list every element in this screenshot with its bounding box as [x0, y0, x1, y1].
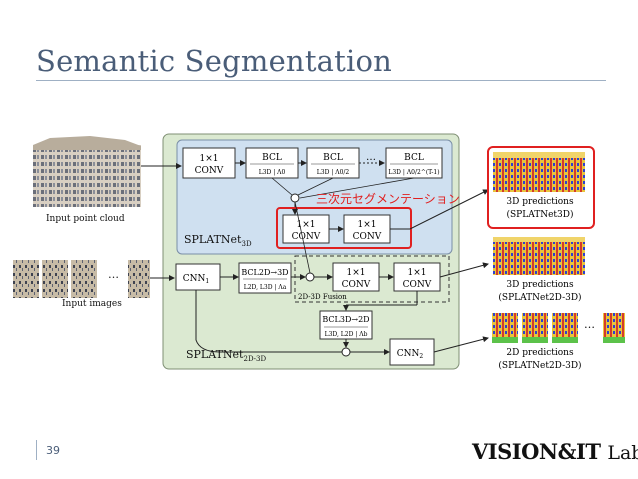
svg-text:BCL3D→2D: BCL3D→2D [322, 315, 369, 324]
lab-logo: VISION&IT Lab [472, 439, 638, 464]
svg-text:CONV: CONV [292, 232, 321, 242]
input-images-label: Input images [62, 299, 122, 309]
pred3d-fusion-sub: (SPLATNet2D-3D) [498, 292, 581, 303]
svg-text:CNN2: CNN2 [397, 349, 424, 360]
svg-text:L2D, L3D | Λa: L2D, L3D | Λa [244, 284, 287, 291]
pred3d-fusion-label: 3D predictions [506, 280, 574, 290]
bcl-3d2d-box: BCL3D→2D L3D, L2D | Λb [319, 310, 373, 340]
highlight-box-3d-predictions [487, 146, 595, 229]
pred2d-label: 2D predictions [506, 348, 574, 358]
slide-title: Semantic Segmentation [36, 44, 393, 78]
svg-text:L3D, L2D | Λb: L3D, L2D | Λb [325, 331, 368, 338]
cnn2-box: CNN2 [389, 338, 435, 366]
concat-node-bottom [341, 347, 351, 357]
svg-text:L3D | Λ0/2: L3D | Λ0/2 [317, 169, 350, 176]
svg-text:CONV: CONV [403, 280, 432, 290]
svg-text:CONV: CONV [353, 232, 382, 242]
conv-box-fusion-2: 1×1 CONV [393, 262, 441, 292]
svg-text:L3D | Λ0: L3D | Λ0 [259, 169, 286, 176]
conv-box-fusion-1: 1×1 CONV [332, 262, 380, 292]
splatnet-2d3d-label: SPLATNet2D-3D [186, 348, 266, 363]
footer-divider [36, 440, 37, 460]
svg-text:CNN1: CNN1 [183, 274, 209, 285]
pred3d-fusion-image [493, 237, 585, 275]
pred3d-sub: (SPLATNet3D) [507, 209, 574, 220]
pred2d-sub: (SPLATNet2D-3D) [498, 360, 581, 371]
svg-text:L3D | Λ0/2^(T-1): L3D | Λ0/2^(T-1) [388, 169, 439, 176]
concat-node-top [290, 193, 300, 203]
input-point-cloud-label: Input point cloud [46, 214, 125, 224]
svg-text:BCL: BCL [262, 153, 282, 163]
cnn1-box: CNN1 [175, 263, 221, 291]
pred2d-ellipsis: … [584, 318, 595, 331]
fusion-label: 2D-3D Fusion [298, 293, 347, 301]
svg-text:BCL: BCL [323, 153, 343, 163]
logo-text: VISION&IT [472, 439, 601, 464]
svg-text:CONV: CONV [195, 166, 224, 176]
bcl-ellipsis: … [366, 152, 376, 163]
svg-text:1×1: 1×1 [358, 220, 377, 230]
bcl-box-2: BCL L3D | Λ0/2 [306, 147, 360, 179]
concat-node-fusion [305, 272, 315, 282]
conv-box-mid-1: 1×1 CONV [282, 214, 330, 244]
conv-box-mid-2: 1×1 CONV [343, 214, 391, 244]
splatnet-3d-label: SPLATNet3D [184, 233, 252, 248]
bcl-box-3: BCL L3D | Λ0/2^(T-1) [385, 147, 443, 179]
svg-text:BCL: BCL [404, 153, 424, 163]
fusion-dashed-box [294, 255, 450, 303]
pred3d-label: 3D predictions [506, 197, 574, 207]
bcl-2d3d-box: BCL2D→3D L2D, L3D | Λa [238, 262, 292, 294]
pred2d-images [492, 313, 625, 343]
page-number: 39 [46, 444, 60, 457]
input-images-thumbnails [13, 260, 150, 298]
title-divider [36, 80, 606, 81]
svg-text:1×1: 1×1 [408, 268, 427, 278]
input-point-cloud-image [33, 136, 141, 207]
annotation-3d-segmentation: 三次元セグメンテーション [316, 192, 460, 206]
pred3d-image [493, 152, 585, 192]
svg-text:1×1: 1×1 [347, 268, 366, 278]
svg-text:1×1: 1×1 [297, 220, 316, 230]
input-images-ellipsis: … [108, 268, 119, 281]
conv-box-top: 1×1 CONV [182, 147, 236, 179]
bcl-box-1: BCL L3D | Λ0 [245, 147, 299, 179]
logo-lab: Lab [607, 442, 638, 464]
svg-text:CONV: CONV [342, 280, 371, 290]
svg-text:BCL2D→3D: BCL2D→3D [241, 268, 288, 277]
svg-text:1×1: 1×1 [200, 154, 219, 164]
